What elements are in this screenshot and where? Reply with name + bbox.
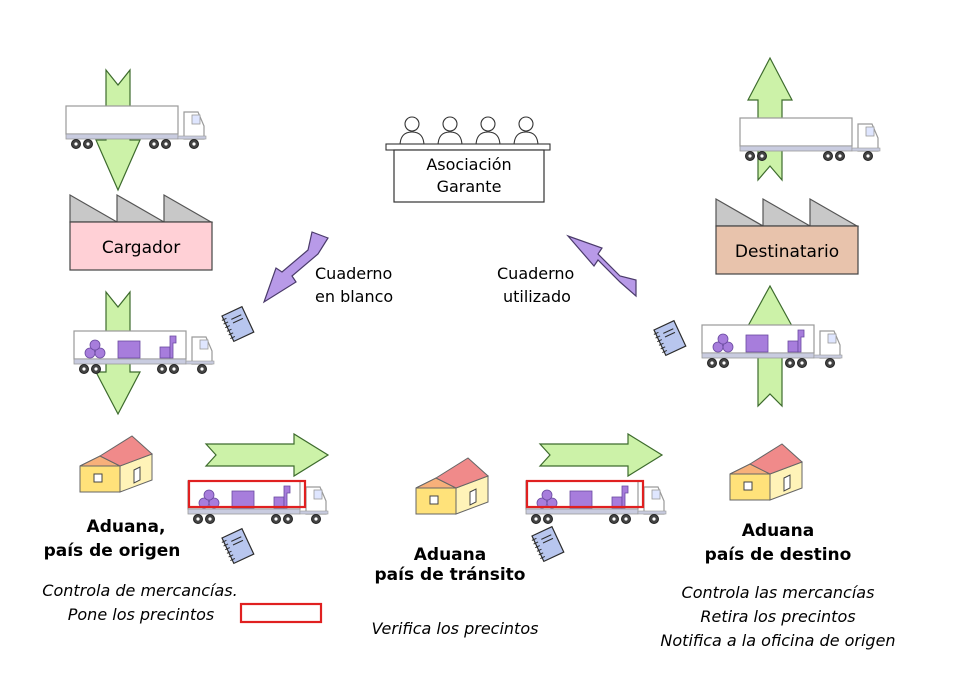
loaded-truck-left	[73, 330, 215, 375]
asociacion-line2: Garante	[437, 177, 502, 196]
arrow-cuaderno-blanco	[262, 231, 329, 304]
destinatario-label: Destinatario	[735, 242, 839, 262]
customs-house-destination	[729, 443, 803, 501]
carnet-book-left	[219, 306, 255, 343]
carnet-book-transit	[529, 526, 565, 563]
carnet-book-right	[651, 320, 687, 357]
transito-title-2: país de tránsito	[375, 565, 526, 585]
cargador-factory: Cargador	[69, 193, 214, 271]
customs-house-transit	[415, 457, 489, 515]
destinatario-factory: Destinatario	[715, 197, 860, 275]
utilizado-line2: utilizado	[503, 287, 571, 306]
sealed-truck-transit	[525, 479, 667, 525]
sealed-truck-origin	[187, 479, 329, 525]
destino-title-1: Aduana	[742, 521, 814, 541]
asociacion-line1: Asociación	[426, 155, 511, 174]
customs-house-origin	[79, 435, 153, 493]
carnet-book-origin	[219, 528, 255, 565]
blanco-line1: Cuaderno	[315, 264, 392, 283]
destino-title-2: país de destino	[705, 545, 852, 565]
destino-note-2: Retira los precintos	[700, 607, 855, 626]
destino-note-1: Controla las mercancías	[682, 583, 875, 602]
origen-title-2: país de origen	[44, 541, 181, 561]
asociacion-garante: Asociación Garante	[385, 116, 551, 203]
arrow-to-destination	[538, 432, 664, 478]
transito-note-1: Verifica los precintos	[372, 619, 539, 638]
origen-title-1: Aduana,	[87, 517, 166, 537]
origen-note-2: Pone los precintos	[68, 605, 215, 624]
origen-note-1: Controla de mercancías.	[42, 581, 237, 600]
cargador-label: Cargador	[102, 238, 180, 258]
destino-note-3: Notifica a la oficina de origen	[660, 631, 895, 650]
transito-title-1: Aduana	[414, 545, 486, 565]
empty-truck-right	[739, 117, 881, 162]
utilizado-line1: Cuaderno	[497, 264, 574, 283]
seal-legend	[239, 602, 323, 624]
arrow-cuaderno-utilizado	[566, 234, 637, 298]
blanco-line2: en blanco	[315, 287, 393, 306]
arrow-to-transit	[204, 432, 330, 478]
